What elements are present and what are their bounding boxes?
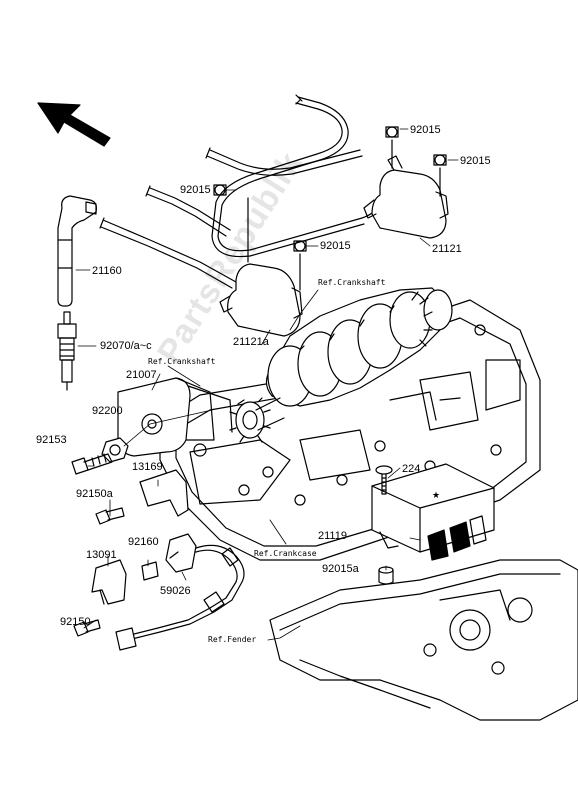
crankshaft [229,287,453,443]
wiring-harness [99,94,381,289]
direction-arrow-icon [37,102,111,147]
part-label-92015: 92015 [460,155,491,167]
part-label-21121a: 21121a [233,336,269,348]
pickup-coil [115,533,245,651]
part-label-13169: 13169 [132,461,163,473]
bolt-92150 [73,619,101,637]
part-label-59026: 59026 [160,585,191,597]
part-label-224: 224 [402,463,421,475]
reference-crankshaft: Ref.Crankshaft [148,357,216,366]
part-label-21007: 21007 [126,369,157,381]
part-label-92015: 92015 [180,184,211,196]
part-label-92015a: 92015a [322,563,359,575]
part-label-13091: 13091 [86,549,117,561]
spark-plug [57,311,77,391]
timing-rotor [117,377,233,457]
screw-224 [375,465,393,495]
leader-lines [75,128,459,641]
plate-92160 [141,561,159,581]
part-label-92015: 92015 [410,124,441,136]
part-label-92070: 92070/a~c [100,340,152,352]
part-label-21121: 21121 [432,243,462,255]
svg-text:★: ★ [432,491,440,501]
ignition-coil-right [363,126,449,239]
reference-crankcase: Ref.Crankcase [254,549,317,558]
part-label-21119: 21119 [318,530,347,542]
bolt-92153 [71,453,113,475]
part-label-92150: 92150 [60,616,91,628]
part-label-92015: 92015 [320,240,351,252]
reference-crankshaft: Ref.Crankshaft [318,278,386,287]
nut-92200 [101,437,129,463]
bracket-13169 [139,469,189,517]
part-label-92150a: 92150a [76,488,113,500]
part-label-92160: 92160 [128,536,159,548]
bracket-13091 [91,559,127,605]
bolt-92150a [95,507,125,525]
part-label-92153: 92153 [36,434,67,446]
spark-plug-cap [57,195,97,307]
part-label-21160: 21160 [92,265,122,277]
reference-fender: Ref.Fender [208,635,257,644]
part-label-92200: 92200 [92,405,123,417]
ignition-coil-left [213,184,307,337]
rear-fender [269,559,578,721]
ic-igniter: ★ [371,463,495,561]
